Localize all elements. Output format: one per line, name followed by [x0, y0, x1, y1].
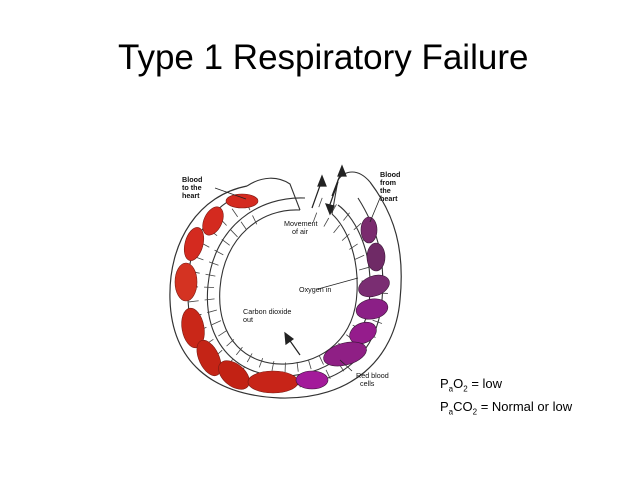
- red-blood-cell: [196, 339, 222, 377]
- label-oxygen-in: Oxygen in: [299, 285, 331, 294]
- label-carbon-dioxide-out: Carbon dioxide out: [243, 307, 293, 324]
- membrane-tick: [258, 358, 264, 368]
- membrane-tick: [372, 319, 383, 324]
- membrane-tick: [226, 339, 235, 347]
- red-blood-cell: [225, 193, 259, 209]
- membrane-tick: [296, 361, 299, 372]
- red-blood-cell: [295, 370, 329, 390]
- deoxygenated-red-blood-cells: [295, 216, 390, 390]
- airway-left: [246, 177, 301, 211]
- label-blood-to-heart: Blood to the heart: [182, 175, 204, 200]
- pao2-line: PaO2 = low: [440, 376, 503, 394]
- membrane-tick: [230, 229, 238, 238]
- membrane-tick: [208, 261, 219, 266]
- membrane-tick: [240, 221, 247, 231]
- red-blood-cell: [323, 341, 367, 367]
- membrane-tick: [188, 300, 199, 303]
- membrane-tick: [333, 224, 341, 234]
- membrane-tick: [205, 273, 216, 277]
- membrane-tick: [318, 197, 323, 208]
- membrane-tick: [221, 239, 230, 246]
- membrane-tick: [312, 212, 318, 222]
- membrane-tick: [318, 355, 324, 365]
- membrane-tick: [343, 212, 350, 221]
- membrane-tick: [354, 254, 365, 260]
- oxygenated-red-blood-cells: [174, 193, 299, 394]
- red-blood-cell: [218, 360, 250, 390]
- membrane-tick: [359, 266, 369, 271]
- membrane-tick: [211, 320, 222, 326]
- label-pointers: [214, 187, 381, 372]
- co2-arrow: [284, 331, 301, 356]
- membrane-tick: [323, 217, 330, 227]
- red-blood-cell: [366, 242, 386, 272]
- blood-gas-values: PaO2 = low PaCO2 = Normal or low: [440, 375, 572, 420]
- membrane-tick: [271, 361, 275, 371]
- membrane-tick: [252, 215, 258, 225]
- membrane-tick: [246, 353, 253, 363]
- red-blood-cell: [360, 216, 378, 244]
- membrane-tick: [308, 359, 312, 370]
- membrane-tick: [218, 330, 227, 337]
- red-blood-cell: [202, 206, 224, 236]
- label-movement-of-air: Movement of air: [284, 219, 320, 236]
- red-blood-cell: [183, 227, 205, 261]
- membrane-tick: [235, 346, 243, 356]
- red-blood-cell: [358, 274, 390, 298]
- membrane-tick: [204, 298, 215, 301]
- red-blood-cell: [181, 307, 205, 349]
- membrane-tick: [231, 208, 239, 218]
- red-blood-cell: [174, 262, 198, 302]
- red-blood-cell: [349, 321, 377, 345]
- air-movement-arrows: [311, 164, 347, 216]
- membrane-tick: [214, 249, 224, 256]
- membrane-tick: [349, 243, 358, 250]
- slide-title: Type 1 Respiratory Failure: [118, 38, 529, 77]
- paco2-line: PaCO2 = Normal or low: [440, 398, 573, 417]
- capillary-outer-wall: [169, 181, 402, 399]
- membrane-tick: [353, 222, 362, 231]
- red-blood-cell: [355, 298, 389, 320]
- membrane-tick: [207, 309, 217, 314]
- alveolar-wall-inner: [219, 209, 358, 365]
- membrane-tick: [325, 369, 331, 379]
- membrane-tick: [341, 233, 350, 241]
- label-red-blood-cells: Red blood cells: [356, 371, 391, 388]
- label-blood-from-heart: Blood from the heart: [380, 170, 402, 203]
- red-blood-cell: [247, 370, 299, 394]
